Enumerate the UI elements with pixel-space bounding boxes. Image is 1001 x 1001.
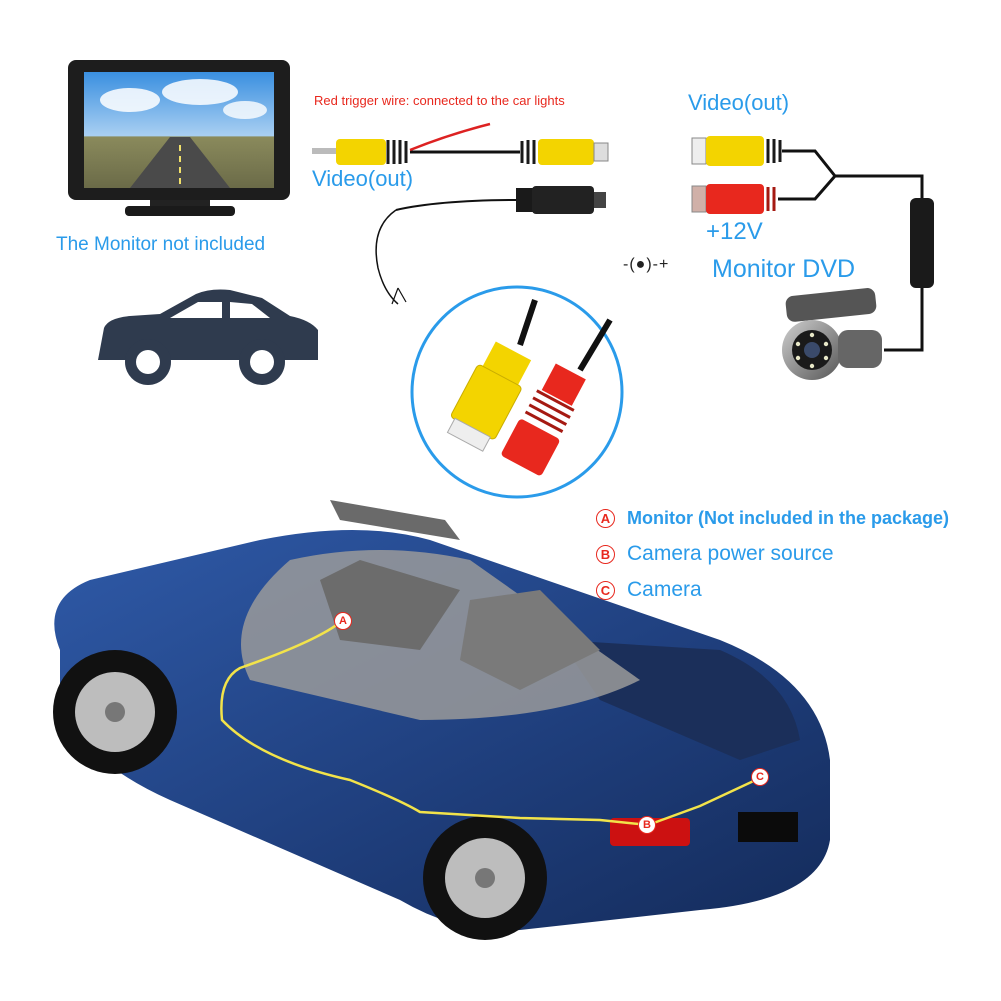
legend-badge-a: A <box>596 508 615 528</box>
power-12v-label: +12V <box>706 218 763 245</box>
car-icon <box>98 289 318 385</box>
car-marker-c: C <box>751 768 769 786</box>
polarity-symbol: -(●)-+ <box>623 256 670 273</box>
legend: A Monitor (Not included in the package) … <box>596 500 949 608</box>
video-extension-cable <box>312 122 609 305</box>
car-marker-a: A <box>334 612 352 630</box>
legend-text-c: Camera <box>627 578 702 601</box>
monitor-dvd-label: Monitor DVD <box>712 255 856 283</box>
convertible-car-illustration <box>53 500 831 940</box>
legend-item-c: C Camera <box>596 572 949 608</box>
legend-badge-b: B <box>596 544 615 564</box>
legend-item-a: A Monitor (Not included in the package) <box>596 500 949 536</box>
monitor-not-included-caption: The Monitor not included <box>56 234 266 255</box>
car-marker-b: B <box>638 816 656 834</box>
trigger-wire-note: Red trigger wire: connected to the car l… <box>314 93 565 108</box>
right-video-out-label: Video(out) <box>688 90 790 115</box>
legend-text-b: Camera power source <box>627 542 834 565</box>
legend-item-b: B Camera power source <box>596 536 949 572</box>
legend-badge-c: C <box>596 580 615 600</box>
monitor-illustration <box>68 60 290 216</box>
camera-cable <box>691 136 934 380</box>
connector-zoom-inset <box>410 285 624 499</box>
legend-text-a: Monitor (Not included in the package) <box>627 507 950 528</box>
left-video-out-label: Video(out) <box>312 166 414 191</box>
